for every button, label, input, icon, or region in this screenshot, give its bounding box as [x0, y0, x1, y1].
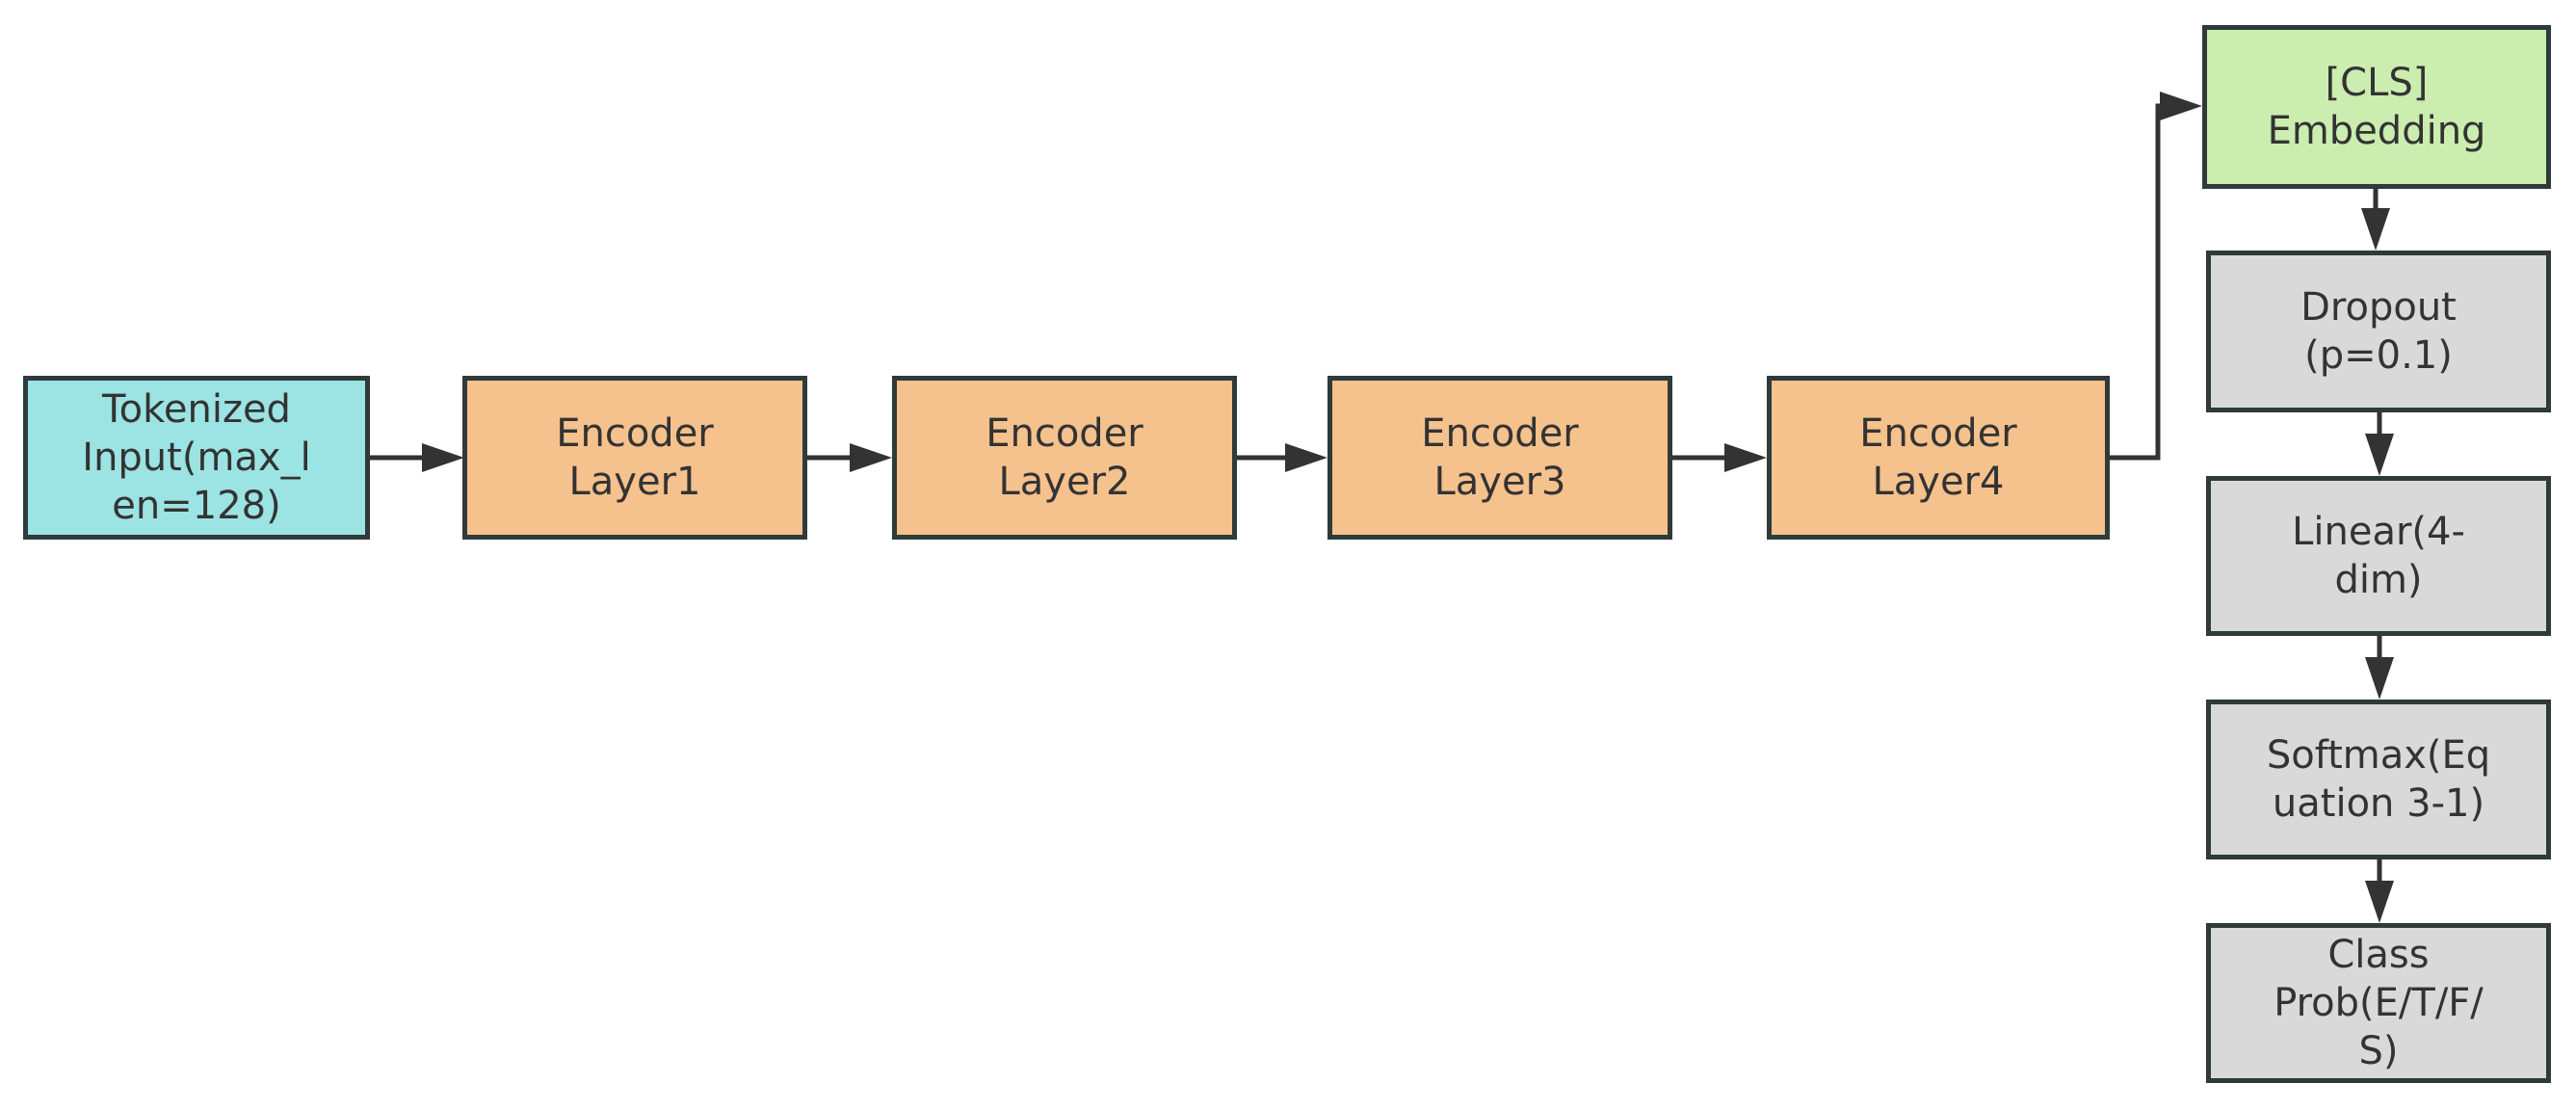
edge-encoder3-to-encoder4 — [1672, 443, 1767, 472]
node-class-prob: Class Prob(E/T/F/ S) — [2206, 923, 2551, 1083]
node-dropout: Dropout (p=0.1) — [2206, 251, 2551, 412]
node-class-prob-label: Class Prob(E/T/F/ S) — [2274, 933, 2484, 1073]
edge-encoder1-to-encoder2 — [807, 443, 892, 472]
edge-linear-to-softmax — [2365, 636, 2394, 700]
edge-input-to-encoder1 — [370, 443, 464, 472]
edge-softmax-to-class-prob — [2365, 859, 2394, 923]
node-encoder-layer1-label: Encoder Layer1 — [556, 411, 714, 504]
node-encoder-layer3-label: Encoder Layer3 — [1421, 411, 1579, 504]
node-tokenized-input: Tokenized Input(max_l en=128) — [23, 376, 370, 540]
node-encoder-layer2-label: Encoder Layer2 — [986, 411, 1143, 504]
node-encoder-layer4-label: Encoder Layer4 — [1859, 411, 2017, 504]
node-softmax-label: Softmax(Eq uation 3-1) — [2266, 733, 2491, 826]
node-encoder-layer4: Encoder Layer4 — [1767, 376, 2110, 540]
node-softmax: Softmax(Eq uation 3-1) — [2206, 700, 2551, 859]
node-cls-embedding-label: [CLS] Embedding — [2267, 61, 2486, 153]
node-encoder-layer3: Encoder Layer3 — [1327, 376, 1672, 540]
edge-cls-to-dropout — [2361, 189, 2390, 251]
node-cls-embedding: [CLS] Embedding — [2202, 25, 2551, 189]
node-tokenized-input-label: Tokenized Input(max_l en=128) — [82, 387, 311, 528]
node-linear-label: Linear(4- dim) — [2292, 510, 2465, 602]
edge-dropout-to-linear — [2365, 412, 2394, 476]
node-linear: Linear(4- dim) — [2206, 476, 2551, 636]
node-encoder-layer1: Encoder Layer1 — [462, 376, 807, 540]
node-dropout-label: Dropout (p=0.1) — [2300, 285, 2457, 378]
node-encoder-layer2: Encoder Layer2 — [892, 376, 1237, 540]
edge-encoder2-to-encoder3 — [1237, 443, 1327, 472]
edge-encoder4-to-cls — [2110, 92, 2202, 461]
